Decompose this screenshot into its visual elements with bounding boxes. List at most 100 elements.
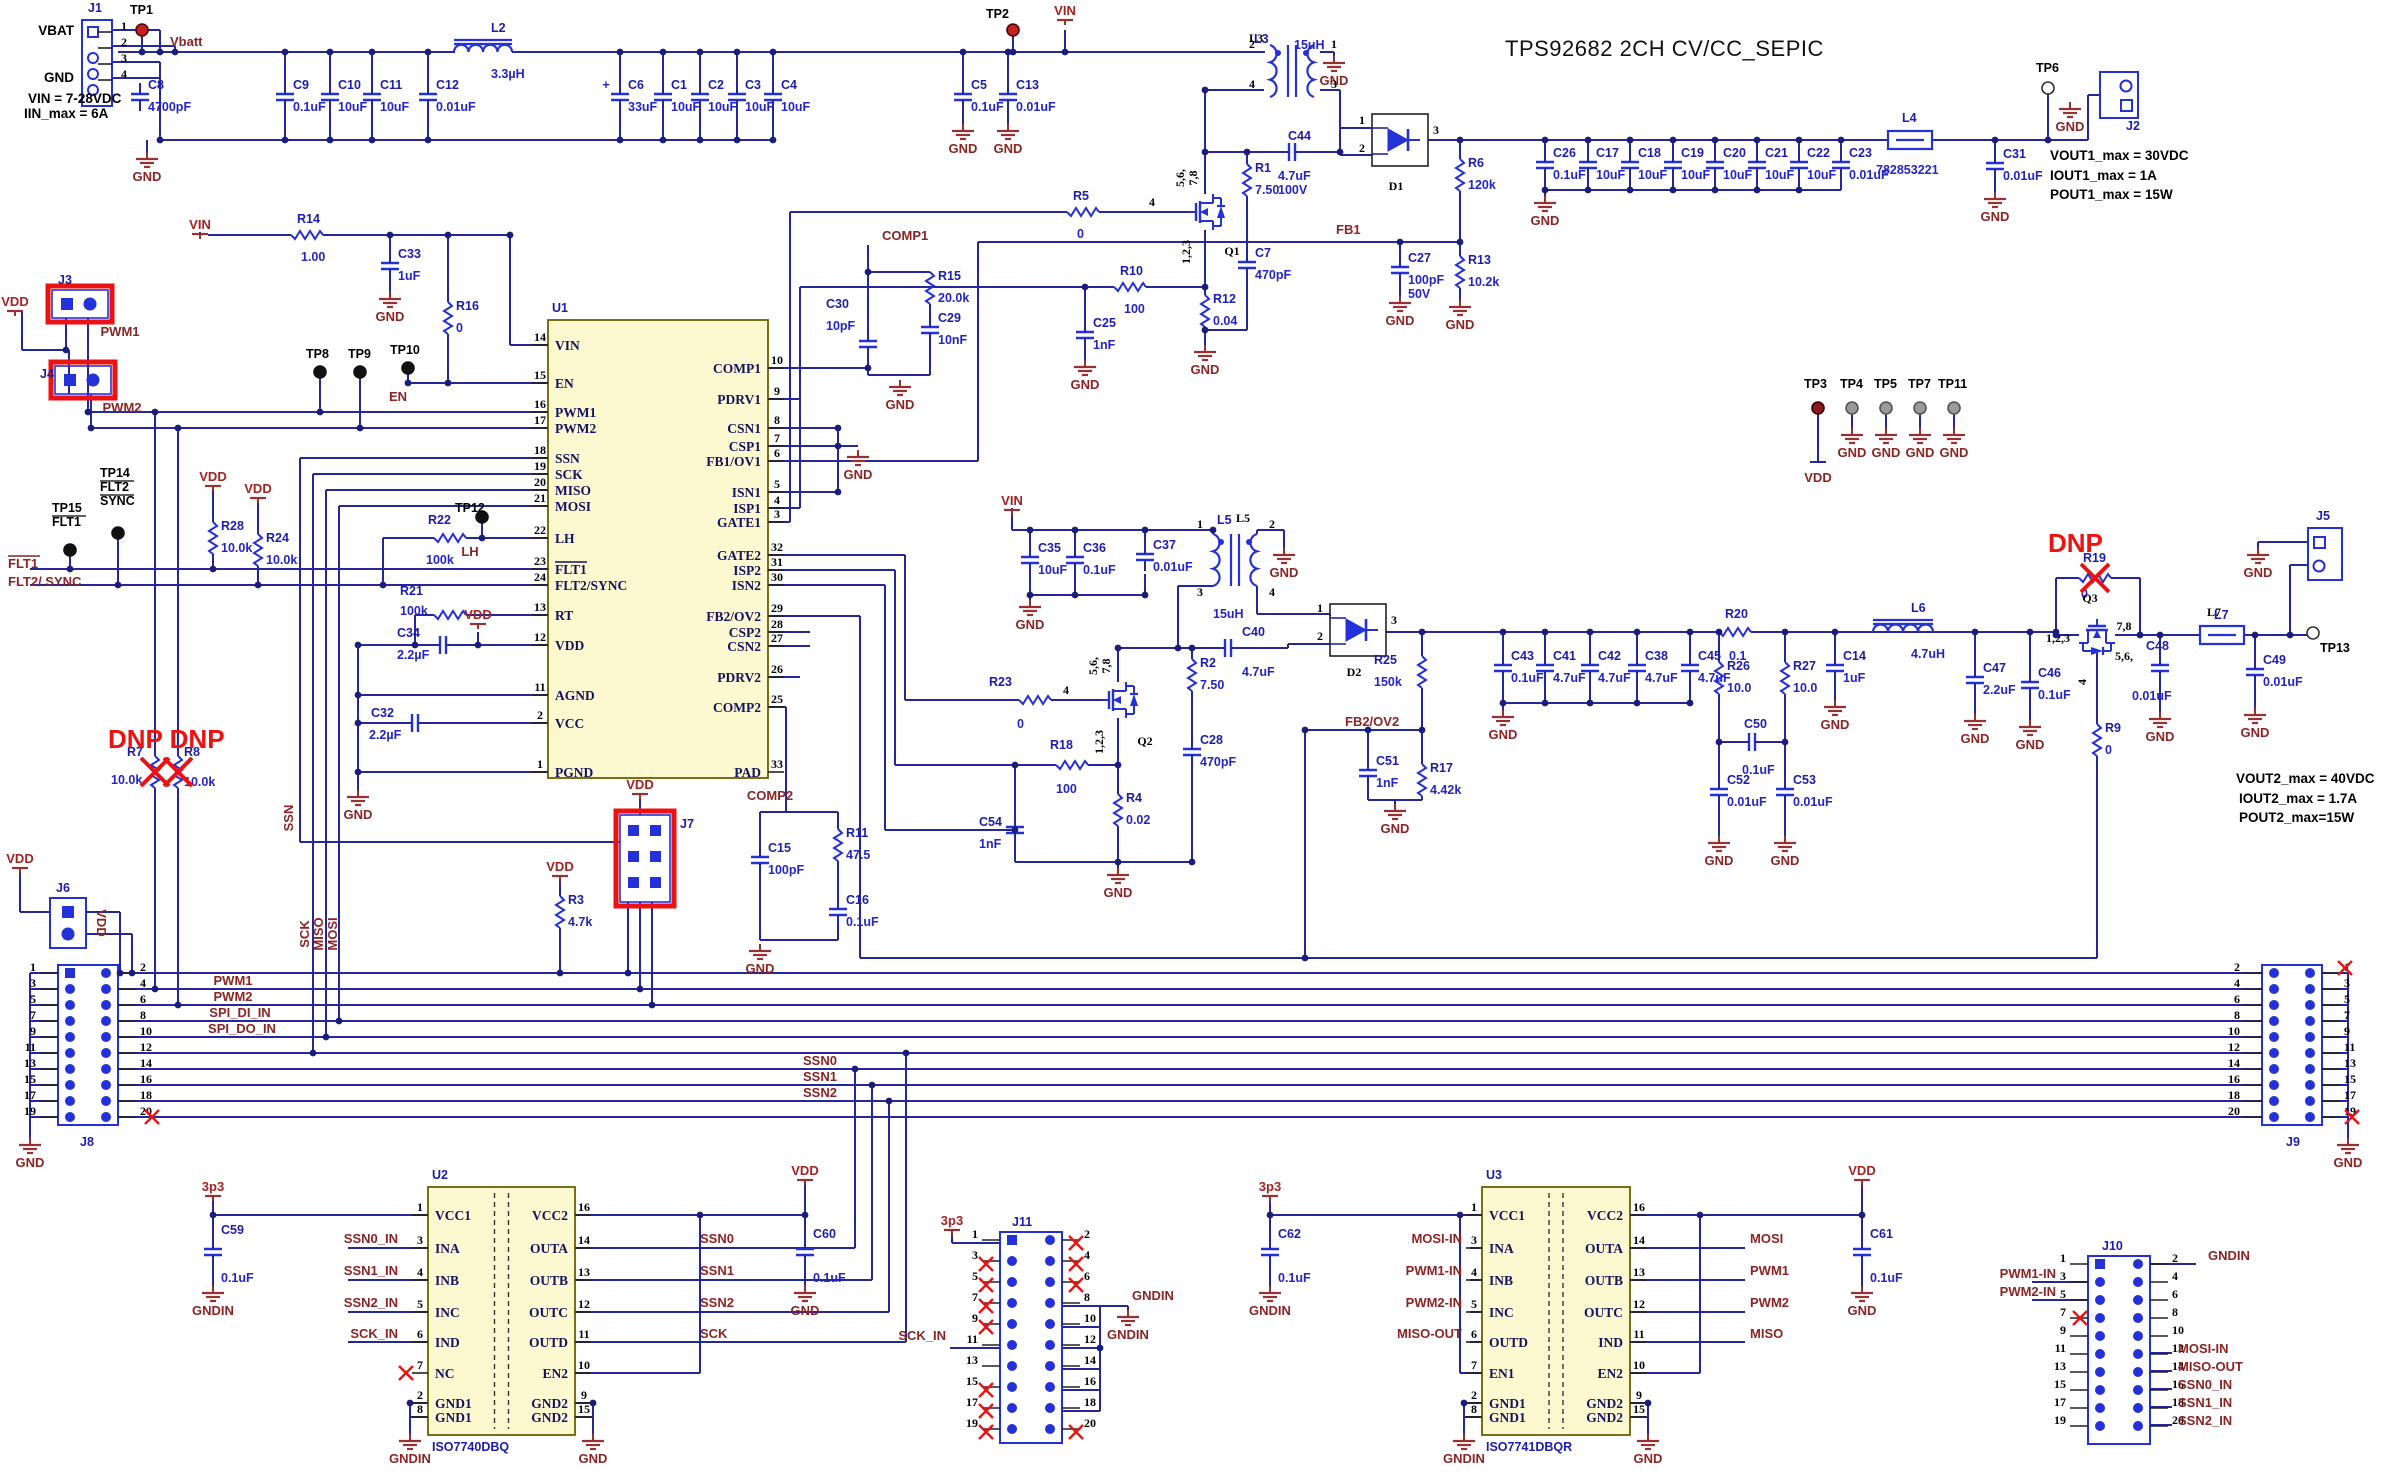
svg-text:3: 3 (1391, 613, 1397, 627)
svg-text:C2: C2 (708, 78, 724, 92)
svg-text:VIN: VIN (1054, 3, 1076, 18)
svg-text:4: 4 (2234, 976, 2240, 990)
svg-text:1: 1 (121, 19, 127, 33)
testpoint-TP9 (353, 365, 367, 379)
svg-text:SSN: SSN (555, 451, 580, 466)
svg-text:PAD: PAD (734, 765, 761, 780)
svg-text:SSN0: SSN0 (700, 1231, 734, 1246)
svg-text:GND: GND (344, 807, 373, 822)
svg-text:GND: GND (1071, 377, 1100, 392)
svg-text:15: 15 (578, 1402, 590, 1416)
ic-U3: U3ISO7741DBQR1VCC13INA4INB5INC6OUTD7EN12… (1466, 1168, 1646, 1454)
svg-text:PDRV1: PDRV1 (717, 392, 761, 407)
svg-text:17: 17 (2344, 1088, 2356, 1102)
svg-text:0.01uF: 0.01uF (1153, 560, 1193, 574)
svg-text:CSN2: CSN2 (727, 639, 761, 654)
svg-text:VDD: VDD (1848, 1163, 1875, 1178)
svg-text:C6: C6 (628, 78, 644, 92)
schematic-title: TPS92682 2CH CV/CC_SEPIC (1505, 36, 1824, 61)
svg-text:IOUT1_max = 1A: IOUT1_max = 1A (2050, 168, 2157, 183)
svg-text:18: 18 (2172, 1395, 2184, 1409)
svg-text:13: 13 (966, 1353, 978, 1367)
svg-text:0: 0 (456, 321, 463, 335)
svg-text:COMP2: COMP2 (747, 788, 793, 803)
svg-text:IOUT2_max = 1.7A: IOUT2_max = 1.7A (2239, 791, 2357, 806)
svg-text:U3: U3 (1486, 1168, 1502, 1182)
svg-text:6: 6 (1471, 1327, 1477, 1341)
component-L6: L64.7uH (1871, 601, 1945, 661)
svg-text:GND: GND (2056, 119, 2085, 134)
svg-text:C11: C11 (380, 78, 402, 92)
svg-text:4.7uF: 4.7uF (1278, 169, 1311, 183)
svg-text:5: 5 (417, 1297, 423, 1311)
svg-text:14: 14 (2228, 1056, 2240, 1070)
svg-text:18: 18 (1084, 1395, 1096, 1409)
svg-text:0.01uF: 0.01uF (2263, 675, 2303, 689)
svg-text:J9: J9 (2286, 1135, 2300, 1149)
svg-text:FLT1: FLT1 (52, 515, 81, 529)
svg-text:9: 9 (2060, 1323, 2066, 1337)
svg-text:10.2k: 10.2k (1468, 275, 1499, 289)
svg-text:15: 15 (966, 1374, 978, 1388)
svg-text:1,2,3: 1,2,3 (1179, 240, 1193, 264)
svg-text:VDD: VDD (1, 294, 28, 309)
svg-text:VCC1: VCC1 (1489, 1208, 1525, 1223)
svg-text:25: 25 (771, 692, 783, 706)
svg-text:VDD: VDD (555, 638, 584, 653)
svg-text:C40: C40 (1242, 625, 1265, 639)
svg-text:OUTB: OUTB (530, 1273, 568, 1288)
svg-text:0.01uF: 0.01uF (2003, 169, 2043, 183)
svg-text:SPI_DI_IN: SPI_DI_IN (209, 1005, 270, 1020)
svg-text:GND: GND (1821, 717, 1850, 732)
svg-text:SSN1_IN: SSN1_IN (2178, 1395, 2232, 1410)
svg-text:4.7uH: 4.7uH (1911, 647, 1945, 661)
svg-text:1: 1 (1197, 517, 1203, 531)
svg-text:15: 15 (2054, 1377, 2066, 1391)
svg-text:C8: C8 (148, 78, 164, 92)
svg-text:GND: GND (1838, 445, 1867, 460)
svg-text:SCK: SCK (700, 1326, 728, 1341)
svg-text:VCC2: VCC2 (1587, 1208, 1623, 1223)
svg-text:OUTB: OUTB (1585, 1273, 1623, 1288)
svg-text:LH: LH (461, 544, 478, 559)
svg-text:3: 3 (2060, 1269, 2066, 1283)
svg-text:27: 27 (771, 631, 783, 645)
svg-text:FLT2/SYNC: FLT2/SYNC (555, 578, 627, 593)
svg-text:1: 1 (30, 960, 36, 974)
svg-text:VIN: VIN (1001, 493, 1023, 508)
svg-text:C25: C25 (1093, 316, 1116, 330)
svg-text:FLT1: FLT1 (555, 562, 587, 577)
svg-text:C48: C48 (2146, 639, 2169, 653)
svg-text:5: 5 (774, 477, 780, 491)
svg-text:R20: R20 (1725, 607, 1748, 621)
svg-text:R12: R12 (1213, 292, 1236, 306)
svg-text:0.01uF: 0.01uF (1793, 795, 1833, 809)
component-Q1 (1189, 194, 1225, 230)
svg-text:C13: C13 (1016, 78, 1039, 92)
svg-text:11: 11 (578, 1327, 589, 1341)
svg-text:GNDIN: GNDIN (1443, 1451, 1485, 1466)
svg-text:6: 6 (140, 992, 146, 1006)
svg-text:5: 5 (2344, 992, 2350, 1006)
svg-text:TP7: TP7 (1908, 377, 1931, 391)
svg-text:VIN = 7-28VDC: VIN = 7-28VDC (28, 91, 122, 106)
svg-text:C23: C23 (1849, 146, 1872, 160)
svg-text:L5: L5 (1217, 513, 1232, 527)
svg-text:11: 11 (2055, 1341, 2066, 1355)
svg-text:GND: GND (1381, 821, 1410, 836)
svg-text:16: 16 (1633, 1200, 1645, 1214)
svg-text:8: 8 (2172, 1305, 2178, 1319)
connector-J6: J6 (49, 881, 87, 949)
svg-text:C21: C21 (1765, 146, 1788, 160)
